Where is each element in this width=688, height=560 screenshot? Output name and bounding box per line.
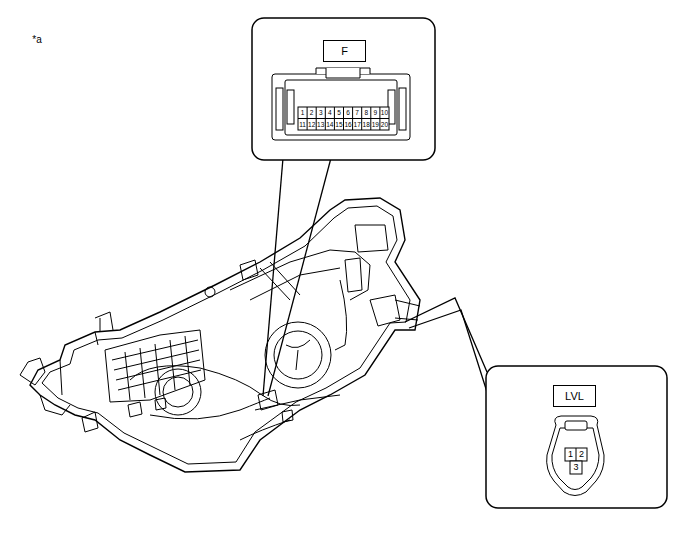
pin-number: 5 — [334, 107, 343, 119]
pin-number: 15 — [334, 119, 343, 131]
headlamp-body — [20, 198, 420, 472]
pin-number: 11 — [298, 119, 307, 131]
pin-number: 16 — [344, 119, 353, 131]
figure-label: *a — [26, 33, 48, 47]
pin-number: 6 — [344, 107, 353, 119]
pin-number: 7 — [353, 107, 362, 119]
pin-number: 1 — [565, 448, 576, 461]
pin-number: 20 — [380, 119, 389, 131]
pin-number: 4 — [325, 107, 334, 119]
pin-number: 3 — [570, 461, 582, 474]
connector-code: LVL — [565, 390, 584, 402]
pin-number: 19 — [371, 119, 380, 131]
pin-number: 18 — [362, 119, 371, 131]
connector-code-box: LVL — [553, 385, 596, 407]
pin-number: 2 — [307, 107, 316, 119]
pin-number: 3 — [316, 107, 325, 119]
pin-number: 9 — [371, 107, 380, 119]
pin-number: 13 — [316, 119, 325, 131]
pin-number: 2 — [576, 448, 587, 461]
pin-number: 17 — [353, 119, 362, 131]
connector-f-callout — [252, 18, 435, 160]
pin-number: 1 — [298, 107, 307, 119]
pin-number: 14 — [325, 119, 334, 131]
connector-code-box: F — [323, 40, 366, 62]
pin-number: 10 — [380, 107, 389, 119]
connector-lvl-callout — [486, 366, 667, 508]
pin-number: 8 — [362, 107, 371, 119]
pin-number: 12 — [307, 119, 316, 131]
connector-code: F — [341, 45, 348, 57]
leader-lines — [263, 158, 487, 396]
